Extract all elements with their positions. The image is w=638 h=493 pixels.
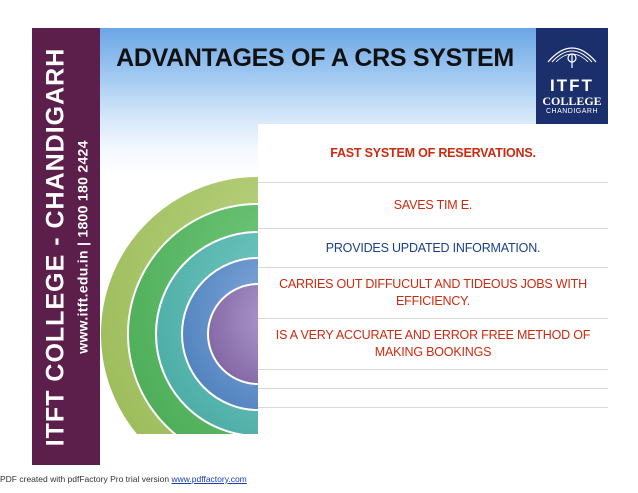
advantage-item-7 [258, 389, 608, 408]
sidebar-text-group: ITFT COLLEGE - CHANDIGARH www.itft.edu.i… [42, 37, 91, 457]
logo-city: CHANDIGARH [545, 108, 599, 115]
slide-title: ADVANTAGES OF A CRS SYSTEM [116, 44, 514, 72]
logo-college: COLLEGE [542, 94, 602, 108]
logo-name: ITFT [550, 76, 594, 95]
advantage-item-3: PROVIDES UPDATED INFORMATION. [258, 229, 608, 268]
advantage-item-4: CARRIES OUT DIFFUCULT AND TIDEOUS JOBS W… [258, 268, 608, 319]
advantage-item-5: IS A VERY ACCURATE AND ERROR FREE METHOD… [258, 319, 608, 370]
advantage-item-2: SAVES TIM E. [258, 183, 608, 229]
pdf-footer: PDF created with pdfFactory Pro trial ve… [0, 474, 247, 484]
logo-emblem-icon [547, 47, 597, 68]
footer-text: PDF created with pdfFactory Pro trial ve… [0, 474, 172, 484]
college-sidebar-banner: ITFT COLLEGE - CHANDIGARH www.itft.edu.i… [32, 28, 100, 465]
advantage-item-6 [258, 370, 608, 389]
sidebar-contact: www.itft.edu.in | 1800 180 2424 [74, 139, 91, 354]
concentric-arcs-graphic [100, 124, 260, 434]
sidebar-college-name: ITFT COLLEGE - CHANDIGARH [41, 47, 70, 446]
college-logo: ITFT COLLEGE CHANDIGARH [536, 28, 608, 124]
advantage-item-1: FAST SYSTEM OF RESERVATIONS. [258, 124, 608, 183]
footer-link[interactable]: www.pdffactory.com [171, 474, 247, 484]
